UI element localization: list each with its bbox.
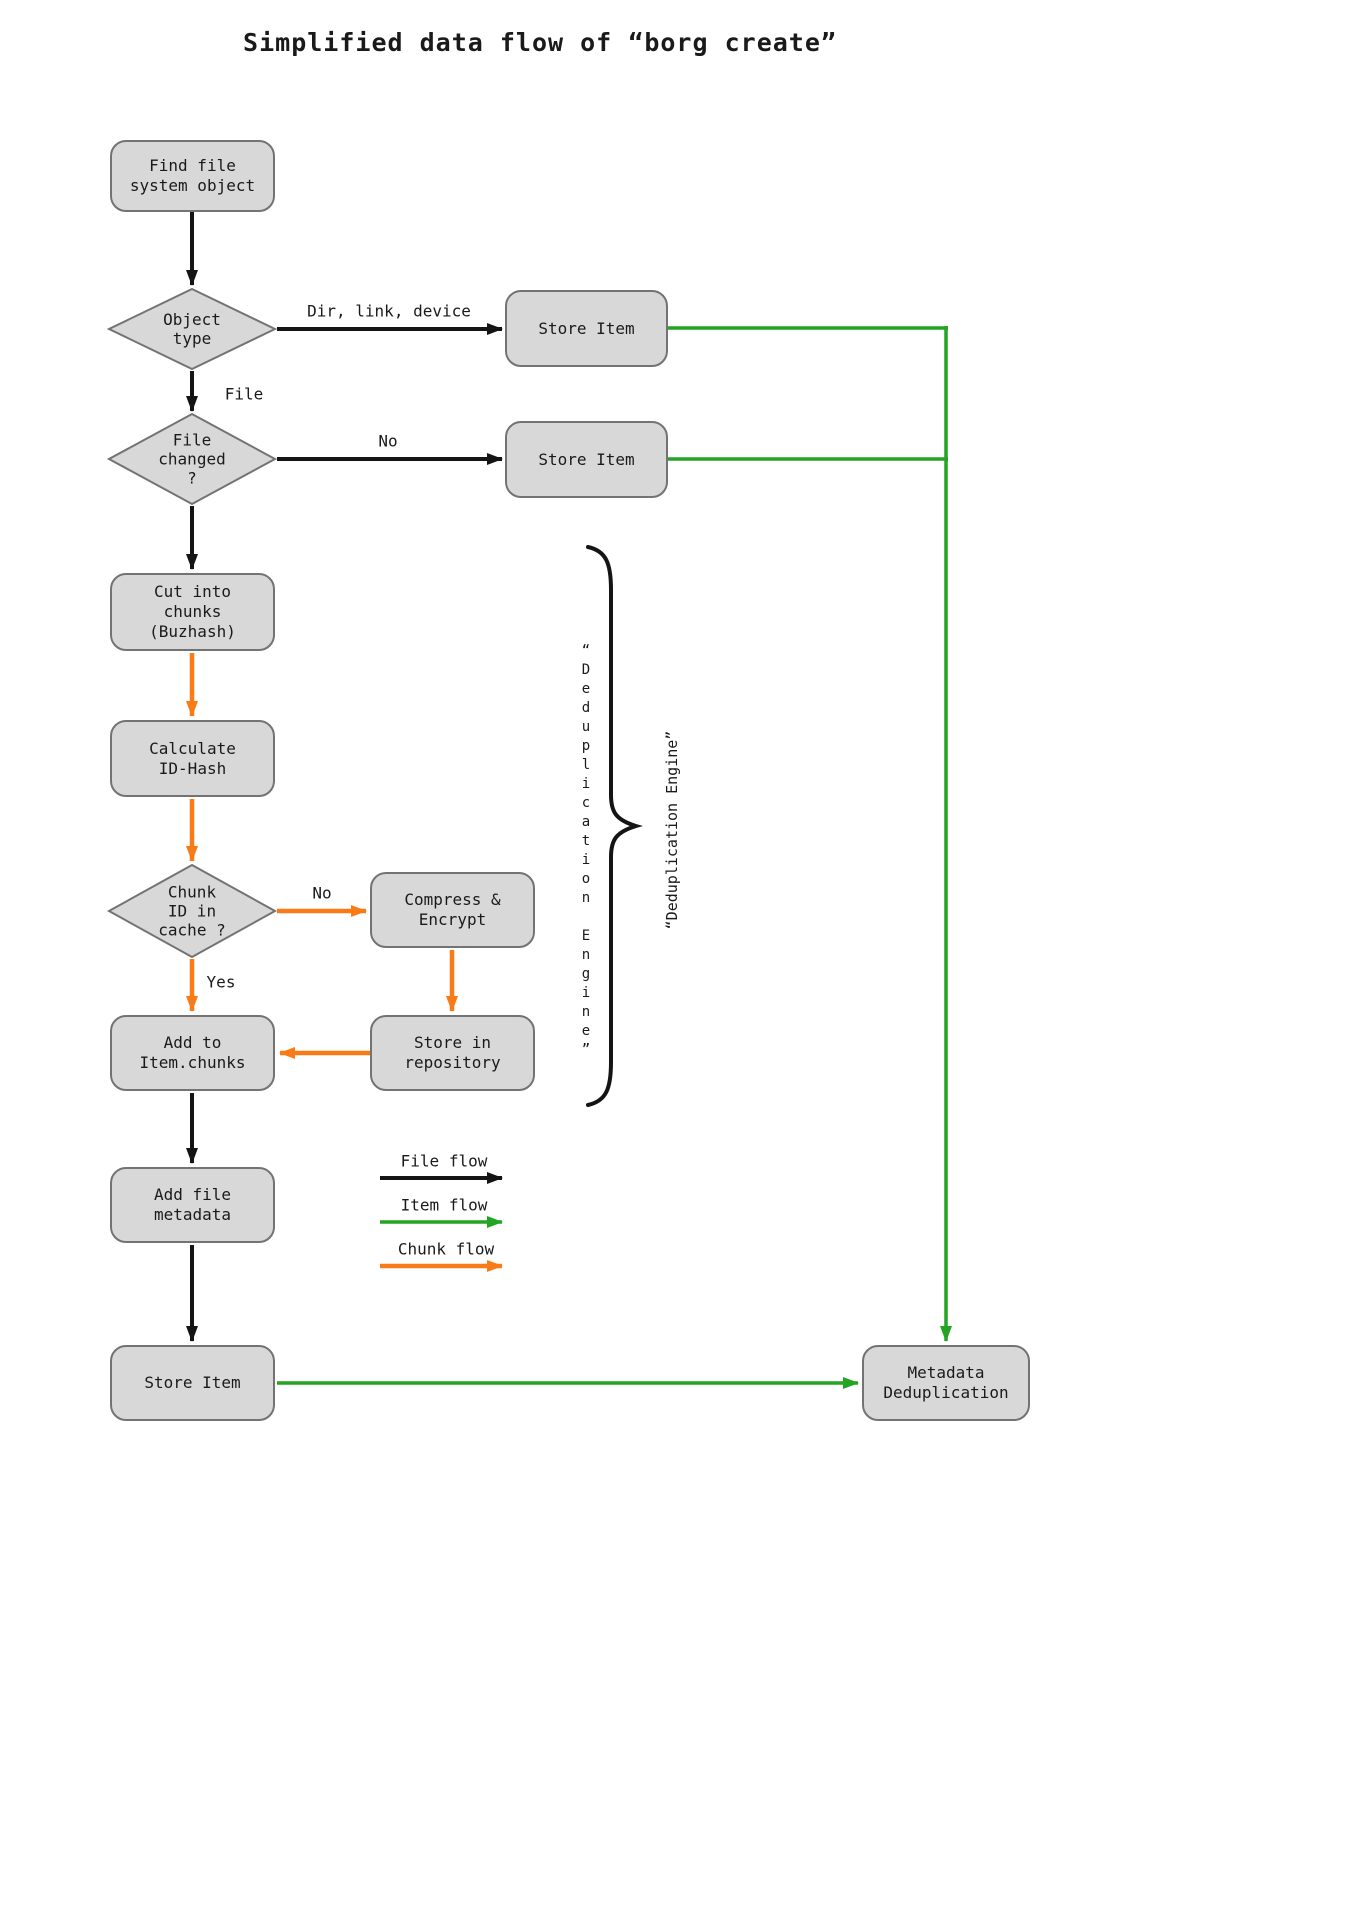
node-text-line: (Buzhash): [149, 622, 236, 641]
edge-label-yes-cache: Yes: [206, 972, 236, 992]
edge-label-file: File: [224, 384, 264, 404]
legend-file-flow-label: File flow: [400, 1151, 488, 1171]
decision-file-changed-shape: [106, 412, 278, 506]
node-text-line: Store Item: [538, 449, 635, 469]
node-find-file-system-object: Find file system object: [110, 140, 275, 212]
node-text-line: Compress &: [404, 890, 501, 909]
decision-chunk-id-cache-label: Chunk ID in cache ?: [158, 883, 225, 940]
legend-chunk-flow-label: Chunk flow: [397, 1239, 495, 1259]
decision-object-type-label: Object type: [163, 310, 221, 348]
node-add-to-item-chunks: Add to Item.chunks: [110, 1015, 275, 1091]
node-text-line: File: [172, 430, 212, 450]
decision-object-type-shape: [106, 287, 278, 371]
edge-label-no-unchanged: No: [378, 431, 398, 451]
node-cut-into-chunks: Cut into chunks (Buzhash): [110, 573, 275, 651]
node-text-line: Add file: [153, 1185, 232, 1204]
edge-label-dir-link-device: Dir, link, device: [307, 301, 471, 321]
decision-file-changed-label: File changed ?: [158, 431, 225, 488]
node-text-line: Calculate: [149, 738, 236, 758]
node-text-line: changed: [158, 449, 226, 469]
node-text-line: Object: [163, 310, 221, 329]
node-text-line: ID in: [167, 901, 217, 921]
node-text-line: Item.chunks: [139, 1053, 246, 1072]
node-text-line: cache ?: [158, 920, 226, 940]
decision-chunk-id-cache-shape: [106, 863, 278, 959]
node-text-line: Metadata: [907, 1363, 985, 1382]
page-title: Simplified data flow of “borg create”: [243, 28, 837, 57]
node-calculate-id-hash: Calculate ID-Hash: [110, 720, 275, 797]
node-text-line: Store Item: [144, 1373, 241, 1392]
node-metadata-deduplication: Metadata Deduplication: [862, 1345, 1030, 1421]
node-text-line: Encrypt: [418, 910, 487, 929]
node-store-item-1: Store Item: [505, 290, 668, 367]
node-text-line: metadata: [153, 1205, 232, 1224]
node-text-line: ?: [187, 468, 197, 488]
node-text-line: Deduplication: [883, 1383, 1009, 1402]
node-text-line: repository: [404, 1053, 501, 1072]
node-text-line: Store Item: [538, 318, 635, 338]
dedup-engine-stacked-label: “Deduplication Engine”: [578, 643, 594, 1061]
node-compress-encrypt: Compress & Encrypt: [370, 872, 535, 948]
node-store-item-2: Store Item: [505, 421, 668, 498]
node-store-item-3: Store Item: [110, 1345, 275, 1421]
node-text-line: Cut into: [153, 582, 232, 601]
node-text-line: Add to: [163, 1033, 222, 1052]
node-text-line: ID-Hash: [158, 758, 227, 778]
dedup-engine-rotated-label: “Deduplication Engine”: [663, 730, 681, 930]
deduplication-engine-brace: [586, 545, 643, 1107]
node-text-line: system object: [129, 176, 256, 195]
node-text-line: Find file: [149, 156, 236, 175]
edge-label-no-cache: No: [312, 883, 332, 903]
node-add-file-metadata: Add file metadata: [110, 1167, 275, 1243]
node-text-line: type: [172, 329, 212, 348]
node-text-line: chunks: [163, 602, 222, 621]
node-text-line: Chunk: [167, 882, 217, 902]
legend-item-flow-label: Item flow: [400, 1195, 488, 1215]
node-store-in-repository: Store in repository: [370, 1015, 535, 1091]
node-text-line: Store in: [413, 1033, 492, 1052]
